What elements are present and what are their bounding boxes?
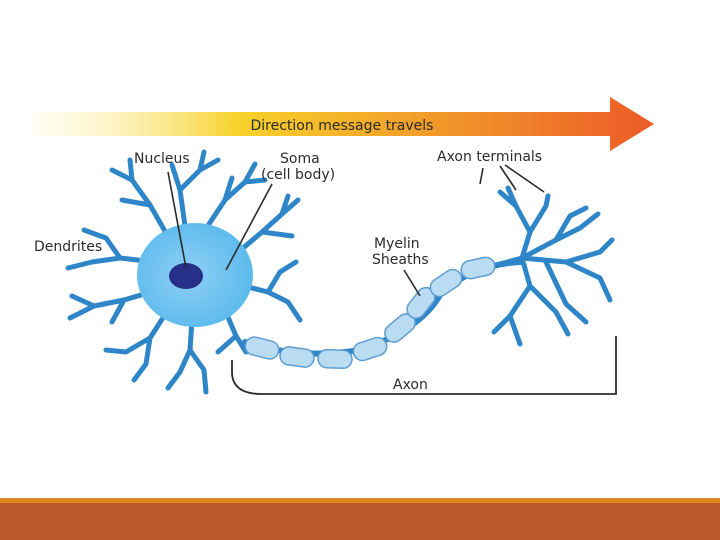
myelin-leader-line	[403, 269, 421, 297]
footer-bar	[0, 503, 720, 540]
soma-label: Soma	[280, 151, 320, 167]
footer-accent-stripe	[0, 498, 720, 503]
nucleus-leader-line	[167, 171, 187, 269]
nucleus-label: Nucleus	[134, 151, 190, 167]
myelin-sheath-segment	[352, 336, 388, 362]
myelin-sheath-segment	[279, 346, 315, 368]
dendrites-label: Dendrites	[34, 239, 102, 255]
myelin-label: Myelin	[374, 236, 420, 252]
terminals-leader-line-3	[504, 164, 545, 193]
nucleus	[169, 263, 203, 289]
myelin-sheath-segment	[244, 336, 280, 360]
direction-arrow	[32, 97, 654, 151]
axon-bracket	[231, 336, 617, 395]
leader-lines	[167, 164, 545, 297]
terminals-leader-line-1	[479, 167, 484, 185]
soma-leader-line	[225, 183, 273, 271]
direction-label: Direction message travels	[251, 118, 434, 134]
axon-label: Axon	[393, 377, 428, 393]
soma-sublabel: (cell body)	[261, 167, 335, 183]
myelin-sublabel: Sheaths	[372, 252, 429, 268]
dendrites	[65, 149, 303, 395]
terminals-leader-line-2	[499, 165, 517, 191]
axon-terminals-label: Axon terminals	[437, 149, 542, 165]
axon-terminals	[491, 185, 615, 347]
myelin-sheath-segment	[429, 268, 463, 298]
myelin-sheath-segment	[460, 256, 496, 280]
myelin-sheaths	[244, 256, 496, 370]
myelin-sheath-segment	[317, 348, 353, 370]
